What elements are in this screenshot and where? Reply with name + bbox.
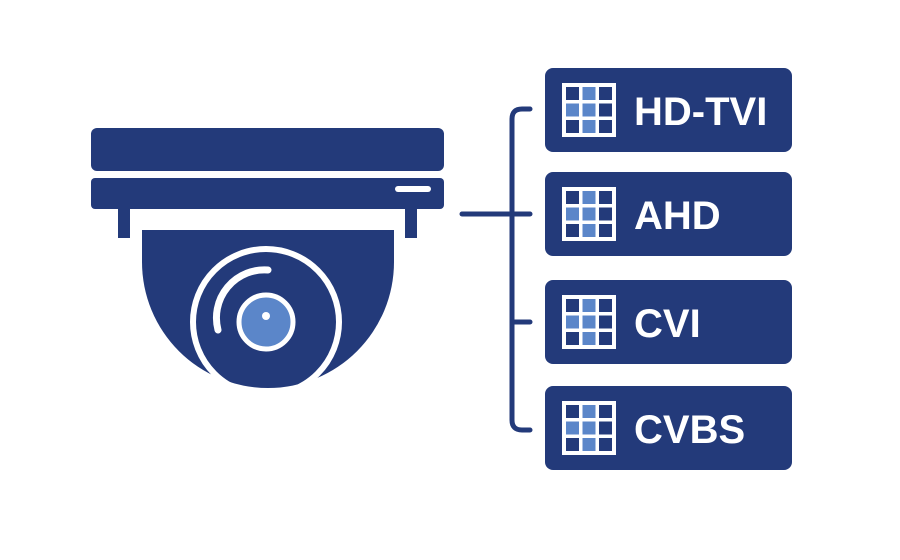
camera-lens-highlight <box>262 312 270 320</box>
grid-icon <box>562 295 616 349</box>
format-label: HD-TVI <box>634 90 767 134</box>
camera-lens <box>236 292 296 352</box>
grid-icon <box>562 187 616 241</box>
format-label: CVBS <box>634 408 745 452</box>
camera-lens-arc <box>212 266 272 334</box>
format-box-ahd: AHD <box>545 172 792 256</box>
dome-camera-icon <box>91 128 444 398</box>
grid-icon <box>562 401 616 455</box>
format-box-cvbs: CVBS <box>545 386 792 470</box>
format-box-cvi: CVI <box>545 280 792 364</box>
connector-bracket <box>459 106 533 433</box>
camera-mount-ring <box>91 178 444 209</box>
camera-lens-ring <box>190 246 342 398</box>
format-label: AHD <box>634 194 721 238</box>
format-label: CVI <box>634 302 701 346</box>
camera-base-plate <box>91 128 444 171</box>
format-box-hd-tvi: HD-TVI <box>545 68 792 152</box>
camera-mount-tab-left <box>118 206 130 238</box>
camera-indicator-slot <box>395 186 431 192</box>
connector-spine <box>509 106 533 433</box>
grid-icon <box>562 83 616 137</box>
camera-mount-tab-right <box>405 206 417 238</box>
